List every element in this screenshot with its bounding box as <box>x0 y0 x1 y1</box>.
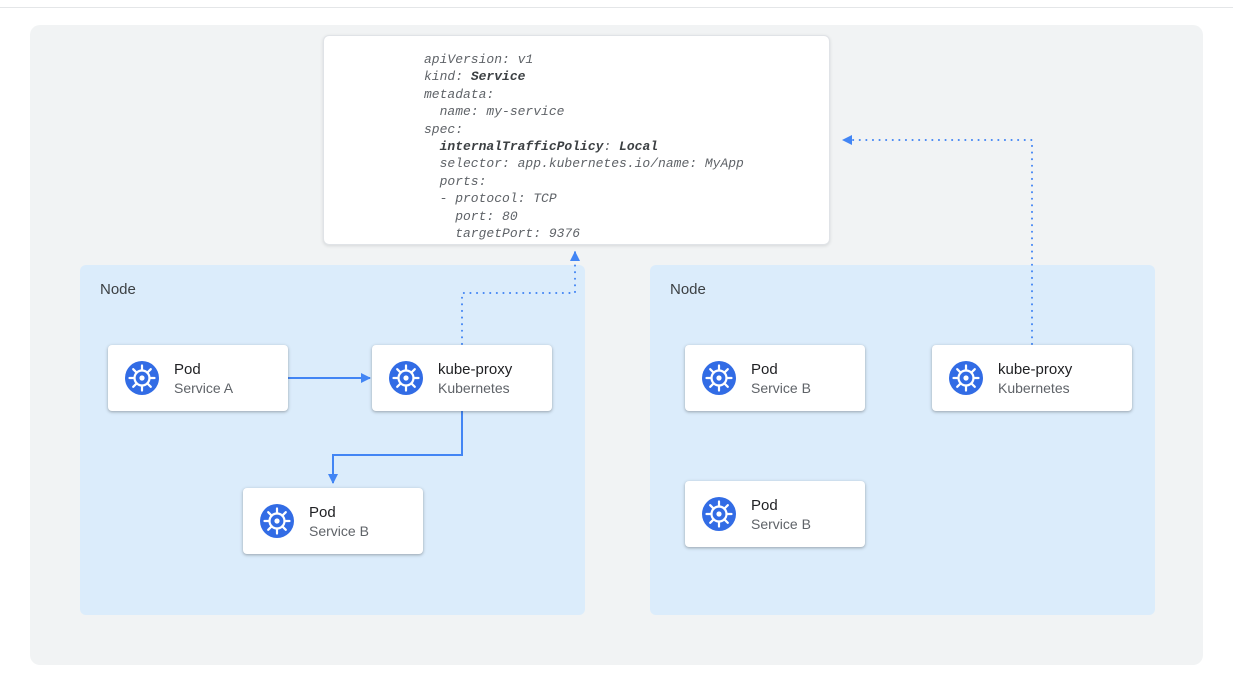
card-subtitle: Service B <box>309 522 369 539</box>
kube-proxy-card-right: kube-proxy Kubernetes <box>932 345 1132 411</box>
card-subtitle: Service B <box>751 379 811 396</box>
node-right: Node <box>650 265 1155 615</box>
card-subtitle: Service B <box>751 515 811 532</box>
card-subtitle: Kubernetes <box>998 379 1070 396</box>
kubernetes-icon <box>948 360 984 396</box>
card-title: Pod <box>751 360 778 378</box>
card-texts: Pod Service A <box>174 361 233 396</box>
kubernetes-icon <box>259 503 295 539</box>
card-texts: Pod Service B <box>309 504 369 539</box>
card-texts: Pod Service B <box>751 361 811 396</box>
kubernetes-icon <box>701 360 737 396</box>
pod-card-service-a: Pod Service A <box>108 345 288 411</box>
node-left-label: Node <box>100 281 136 298</box>
pod-card-service-b-left: Pod Service B <box>243 488 423 554</box>
top-divider <box>0 7 1233 8</box>
kubernetes-icon <box>124 360 160 396</box>
card-texts: kube-proxy Kubernetes <box>438 361 512 396</box>
card-texts: Pod Service B <box>751 497 811 532</box>
node-left: Node <box>80 265 585 615</box>
kubernetes-icon <box>388 360 424 396</box>
pod-card-service-b-right-top: Pod Service B <box>685 345 865 411</box>
card-title: kube-proxy <box>438 360 513 378</box>
card-title: Pod <box>751 496 778 514</box>
node-right-label: Node <box>670 281 706 298</box>
card-title: kube-proxy <box>998 360 1073 378</box>
card-texts: kube-proxy Kubernetes <box>998 361 1072 396</box>
pod-card-service-b-right-bottom: Pod Service B <box>685 481 865 547</box>
kubernetes-icon <box>701 496 737 532</box>
card-title: Pod <box>174 360 201 378</box>
card-title: Pod <box>309 503 336 521</box>
kube-proxy-card-left: kube-proxy Kubernetes <box>372 345 552 411</box>
card-subtitle: Kubernetes <box>438 379 510 396</box>
card-subtitle: Service A <box>174 379 234 396</box>
